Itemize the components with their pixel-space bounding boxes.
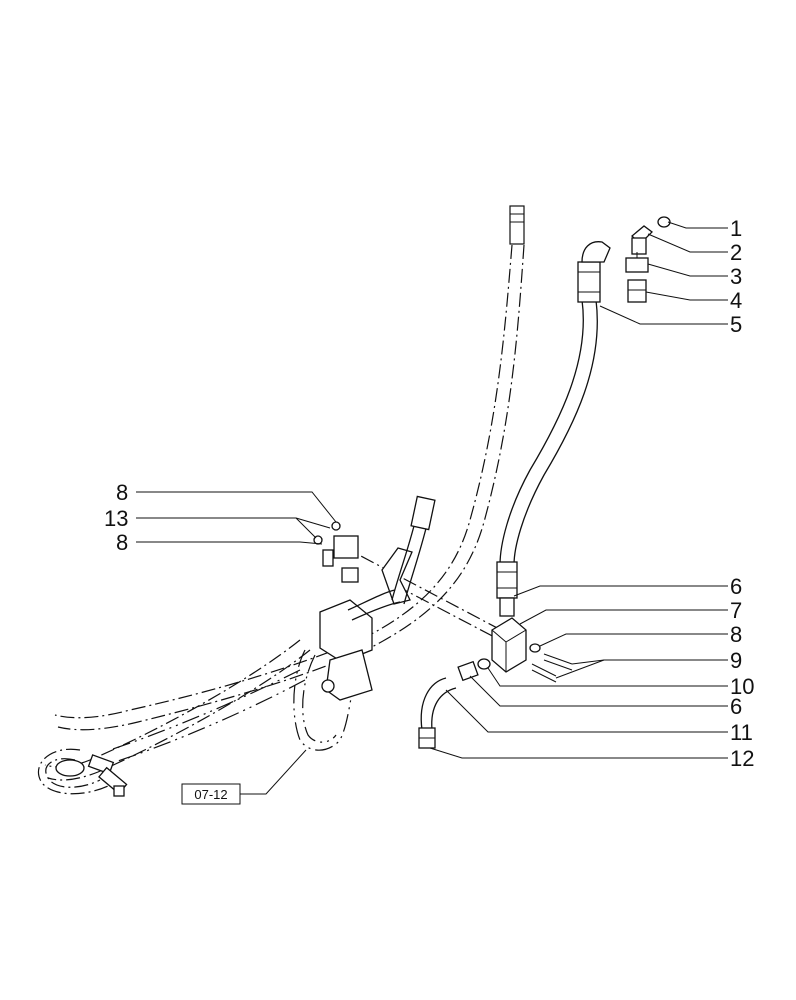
hose-assembly-5: [496, 241, 611, 599]
callout-12: 12: [730, 746, 754, 771]
callout-labels: 1 2 3 4 5 6 7 8 9 10 6 11 12 8 13 8: [104, 216, 754, 771]
callout-3: 3: [730, 264, 742, 289]
reference-box: 07-12: [181, 783, 241, 805]
callout-8-left: 8: [116, 530, 128, 555]
callout-7: 7: [730, 598, 742, 623]
callout-1: 1: [730, 216, 742, 241]
callout-8-top-left: 8: [116, 480, 128, 505]
center-valve-assembly: [313, 495, 436, 701]
callout-5: 5: [730, 312, 742, 337]
callout-11: 11: [730, 720, 753, 745]
callout-6-upper: 6: [730, 574, 742, 599]
callout-13: 13: [104, 506, 128, 531]
callout-9: 9: [730, 648, 742, 673]
lower-left-fittings: [55, 754, 128, 797]
callout-2: 2: [730, 240, 742, 265]
reference-label: 07-12: [194, 787, 227, 802]
callout-8-right: 8: [730, 622, 742, 647]
leader-lines: [136, 221, 728, 795]
phantom-hoses: [37, 205, 525, 795]
callout-4: 4: [730, 288, 742, 313]
valve-block-7: [491, 597, 573, 683]
hose-11: [418, 658, 491, 749]
callout-10: 10: [730, 674, 754, 699]
fittings-1-to-4: [625, 216, 671, 303]
callout-6-lower: 6: [730, 694, 742, 719]
